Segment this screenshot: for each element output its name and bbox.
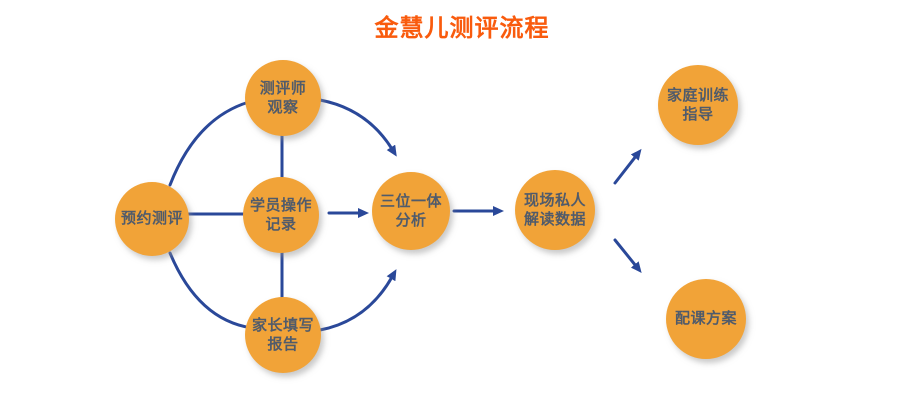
edge-book-to-observe bbox=[168, 100, 251, 187]
node-book-assessment: 预约测评 bbox=[115, 182, 189, 256]
edge-onsite-to-course-arrow bbox=[613, 238, 642, 274]
node-trinity-analysis: 三位一体 分析 bbox=[372, 172, 450, 250]
edge-onsite-to-family-arrow bbox=[613, 148, 642, 185]
edge-parent-to-trinity-arrow bbox=[318, 269, 397, 332]
page-title: 金慧儿测评流程 bbox=[374, 15, 550, 42]
node-family-training-guidance: 家庭训练 指导 bbox=[658, 65, 738, 145]
node-parent-written-report: 家长填写 报告 bbox=[245, 297, 321, 373]
edge-book-to-parent bbox=[168, 251, 254, 330]
node-onsite-private-data-interpretation: 现场私人 解读数据 bbox=[515, 170, 595, 250]
node-assessor-observation: 测评师 观察 bbox=[245, 60, 321, 136]
node-course-plan: 配课方案 bbox=[666, 279, 746, 359]
node-student-operation-record: 学员操作 记录 bbox=[243, 177, 319, 253]
edge-observe-to-trinity-arrow bbox=[318, 98, 397, 157]
